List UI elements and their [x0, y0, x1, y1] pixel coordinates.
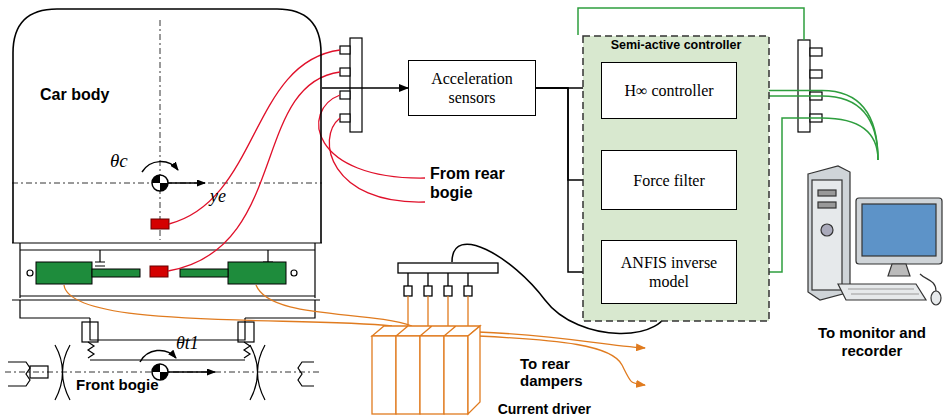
controller-box: H∞ controller	[601, 62, 737, 119]
annotation: From rear bogie	[430, 164, 538, 202]
node-text: Semi-active controller	[582, 38, 770, 52]
front-bogie: Front bogie	[6, 298, 322, 412]
inverse-model-box: ANFIS inverse model	[601, 240, 737, 304]
underframe	[12, 20, 322, 298]
symbol-label: θt1	[176, 333, 199, 354]
signal-arrow	[322, 87, 408, 89]
sensor-wire	[168, 50, 425, 271]
node-text: Current driver	[498, 401, 591, 417]
node-text: Acceleration sensors	[415, 69, 529, 107]
controller-panel: Semi-active controller H∞ controllerForce…	[582, 35, 770, 322]
car-body: Car body	[12, 8, 322, 243]
node-text: Front bogie	[76, 376, 159, 393]
node-text: Car body	[40, 86, 109, 104]
center-marker	[142, 162, 205, 191]
filter-box: Force filter	[601, 150, 737, 210]
node-text: To monitor and recorder	[812, 324, 932, 360]
symbol-label: θc	[110, 150, 128, 172]
annotation: To rear dampers	[520, 355, 612, 389]
sensor-box: Acceleration sensors	[408, 60, 536, 116]
car-body-shape	[12, 8, 322, 243]
symbol-label: ye	[210, 186, 226, 207]
sensor	[151, 219, 169, 229]
current-driver: Current driver	[368, 262, 593, 418]
monitor-computer: To monitor and recorder	[798, 160, 946, 362]
bogie-frame	[5, 300, 322, 400]
node-text: Force filter	[633, 171, 705, 190]
center-marker	[140, 350, 215, 380]
lateral-damper	[36, 262, 286, 284]
node-text: H∞ controller	[624, 81, 713, 100]
signal-wire	[578, 8, 804, 40]
node-text: ANFIS inverse model	[608, 253, 730, 291]
current-driver-shape	[368, 262, 593, 418]
sensor	[150, 266, 168, 277]
